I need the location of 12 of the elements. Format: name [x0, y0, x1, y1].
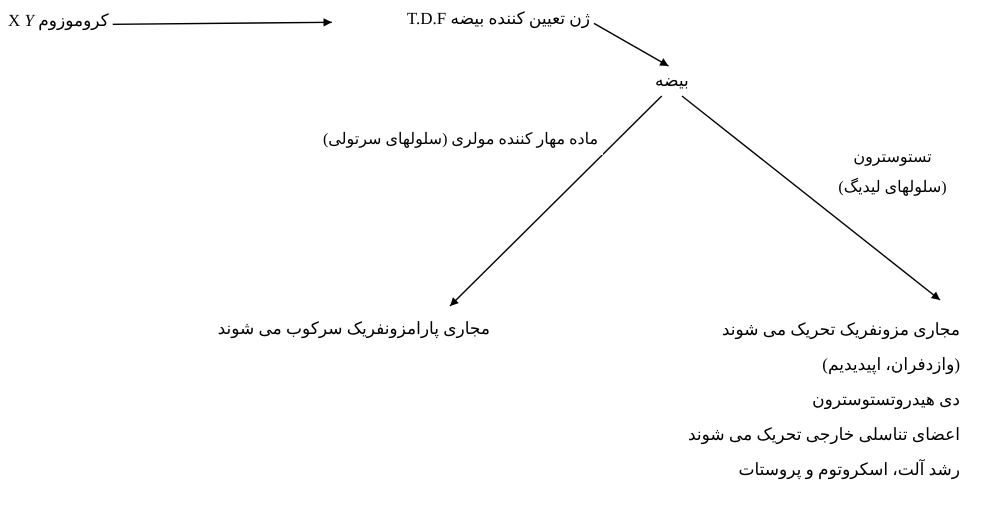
text-line: مجاری مزونفریک تحریک می شوند: [720, 319, 960, 342]
node-label: ژن تعیین کننده بیضه T.D.F: [406, 8, 590, 30]
arrow: [112, 18, 332, 27]
arrow: [450, 96, 662, 306]
arrow: [594, 22, 669, 67]
text-line: دی هیدروتستوسترون: [811, 389, 960, 412]
arrow: [682, 95, 940, 301]
node-label: مجاری پارامزونفریک سرکوب می شوند: [218, 318, 490, 340]
text-line: اعضای تناسلی خارجی تحریک می شوند: [688, 424, 960, 446]
text-line: (وازدفران، اپیدیدیم): [821, 354, 960, 376]
text-line: رشد آلت، اسکروتوم و پروستات: [737, 458, 960, 482]
node-label: بیضه: [655, 70, 689, 92]
